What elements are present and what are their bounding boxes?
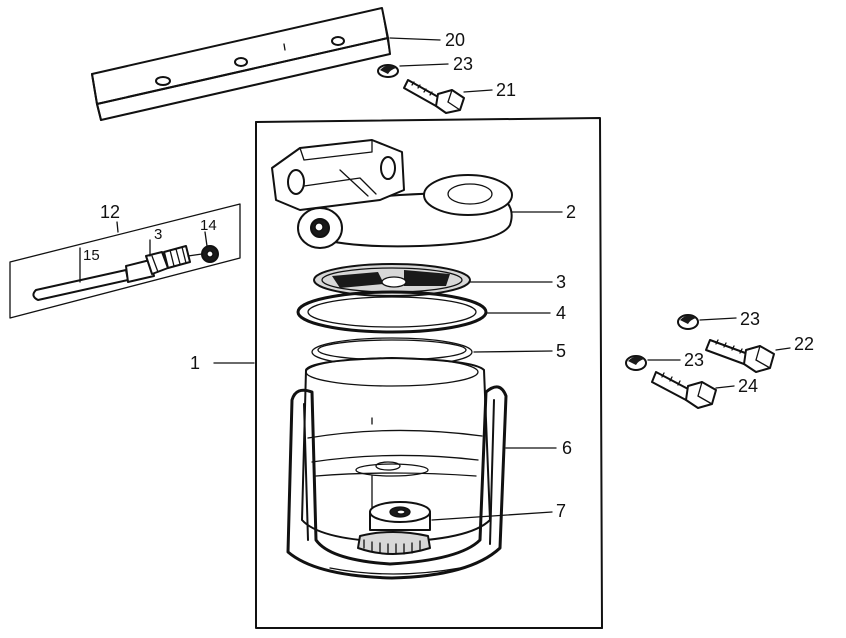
callout-12: 12 <box>100 202 120 222</box>
callout-3: 3 <box>556 272 566 292</box>
callout-1: 1 <box>190 353 200 373</box>
bolt-part-24 <box>651 371 717 409</box>
mounting-plate-part-20 <box>91 7 391 121</box>
callout-15: 15 <box>83 247 100 264</box>
callout-2: 2 <box>566 202 576 222</box>
callout-14: 14 <box>200 217 217 234</box>
gasket-part-4 <box>296 290 488 334</box>
leader-line-5 <box>473 350 553 353</box>
callout-7: 7 <box>556 501 566 521</box>
leader-line-7 <box>431 511 553 521</box>
sediment-bowl-part-6 <box>286 357 508 580</box>
callout-5: 5 <box>556 341 566 361</box>
fuel-line-subassembly <box>9 203 241 319</box>
bolt-part-22 <box>705 339 775 373</box>
callout-22: 22 <box>794 334 814 354</box>
washer-part-23-top <box>377 64 399 78</box>
washer-part-23-right-upper <box>677 314 699 330</box>
leader-line-12 <box>116 221 119 233</box>
callout-4: 4 <box>556 303 566 323</box>
leader-line-24 <box>715 385 735 389</box>
leader-line-23-top <box>399 63 449 67</box>
washer-part-23-right-lower <box>625 355 647 371</box>
callout-24: 24 <box>738 376 758 396</box>
bolt-part-21 <box>403 79 465 114</box>
callout-23-right-upper: 23 <box>740 309 760 329</box>
callout-21: 21 <box>496 80 516 100</box>
drain-plug-part-7 <box>357 501 431 555</box>
leader-line-20 <box>389 37 441 41</box>
assembly-frame <box>255 117 603 629</box>
callout-20: 20 <box>445 30 465 50</box>
callout-23-top: 23 <box>453 54 473 74</box>
leader-line-14 <box>204 231 208 247</box>
callout-23-right-lower: 23 <box>684 350 704 370</box>
callout-6: 6 <box>562 438 572 458</box>
filter-head-part-2 <box>271 139 513 249</box>
leader-line-22 <box>775 347 791 351</box>
callout-13: 3 <box>154 226 162 243</box>
leader-line-21 <box>463 89 493 93</box>
leader-line-23-right-upper <box>699 317 737 321</box>
